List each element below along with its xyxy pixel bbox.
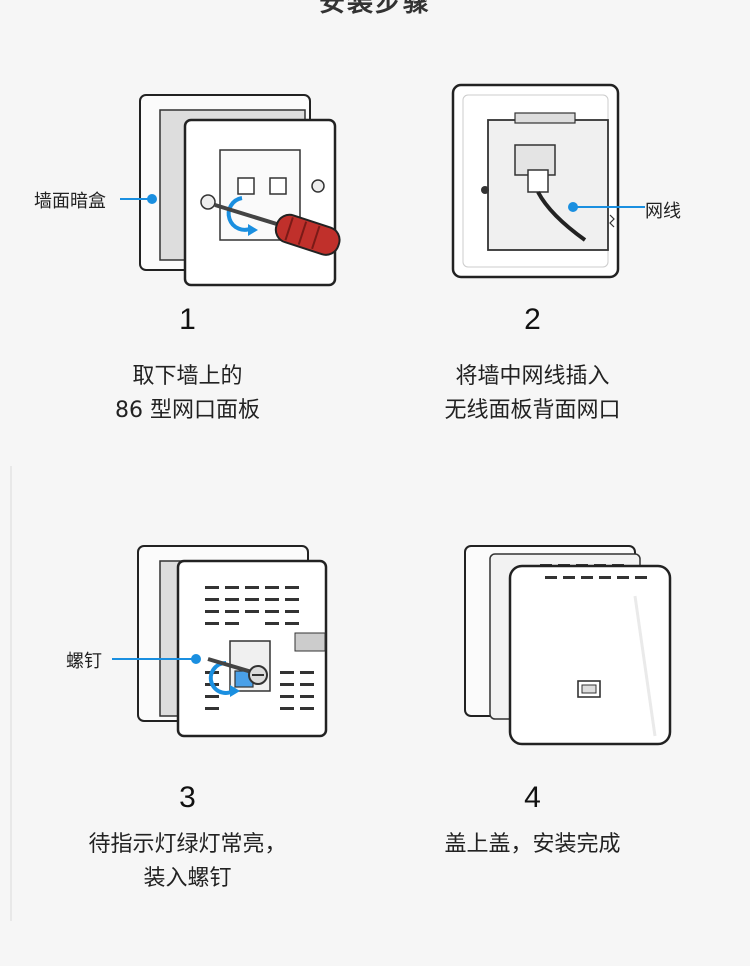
step-description-line: 将墙中网线插入: [455, 364, 610, 389]
step-description-line: 待指示灯绿灯常亮，: [88, 832, 287, 857]
wall-box-screwdriver-illustration: [139, 94, 341, 287]
mount-screw-illustration: [137, 545, 328, 738]
step-description: 待指示灯绿灯常亮， 装入螺钉: [0, 828, 375, 896]
step-2: 网线 2 将墙中网线插入 无线面板背面网口: [345, 0, 720, 466]
step-description: 将墙中网线插入 无线面板背面网口: [345, 360, 720, 428]
callout-label-screw: 螺钉: [66, 651, 102, 672]
panel-back-cable-illustration: [451, 83, 620, 279]
page-title: 安装步骤: [318, 0, 431, 17]
step-description-line: 无线面板背面网口: [444, 398, 621, 423]
callout-line-screw: [112, 654, 201, 664]
callout-line-cable: [568, 202, 645, 212]
cover-panel-illustration: [464, 545, 672, 746]
callout-label-wall-box: 墙面暗盒: [34, 191, 106, 212]
step-description-line: 取下墙上的: [132, 364, 243, 389]
section-divider: [10, 466, 12, 921]
step-description: 盖上盖，安装完成: [345, 828, 720, 862]
step-1: 墙面暗盒 1 取下墙上的 86 型网口面板: [0, 0, 375, 466]
callout-line-wall-box: [120, 194, 157, 204]
step-number: 3: [179, 781, 196, 814]
step-number: 1: [179, 303, 196, 336]
step-3: 螺钉 3 待指示灯绿灯常亮， 装入螺钉: [0, 466, 375, 966]
step-description-line: 装入螺钉: [143, 866, 232, 891]
step-description-line: 盖上盖，安装完成: [444, 832, 621, 857]
callout-label-cable: 网线: [645, 201, 681, 222]
step-number: 4: [524, 781, 541, 814]
step-4: 4 盖上盖，安装完成: [345, 466, 720, 966]
step-number: 2: [524, 303, 541, 336]
step-description: 取下墙上的 86 型网口面板: [0, 360, 375, 428]
step-description-line: 86 型网口面板: [115, 398, 260, 423]
